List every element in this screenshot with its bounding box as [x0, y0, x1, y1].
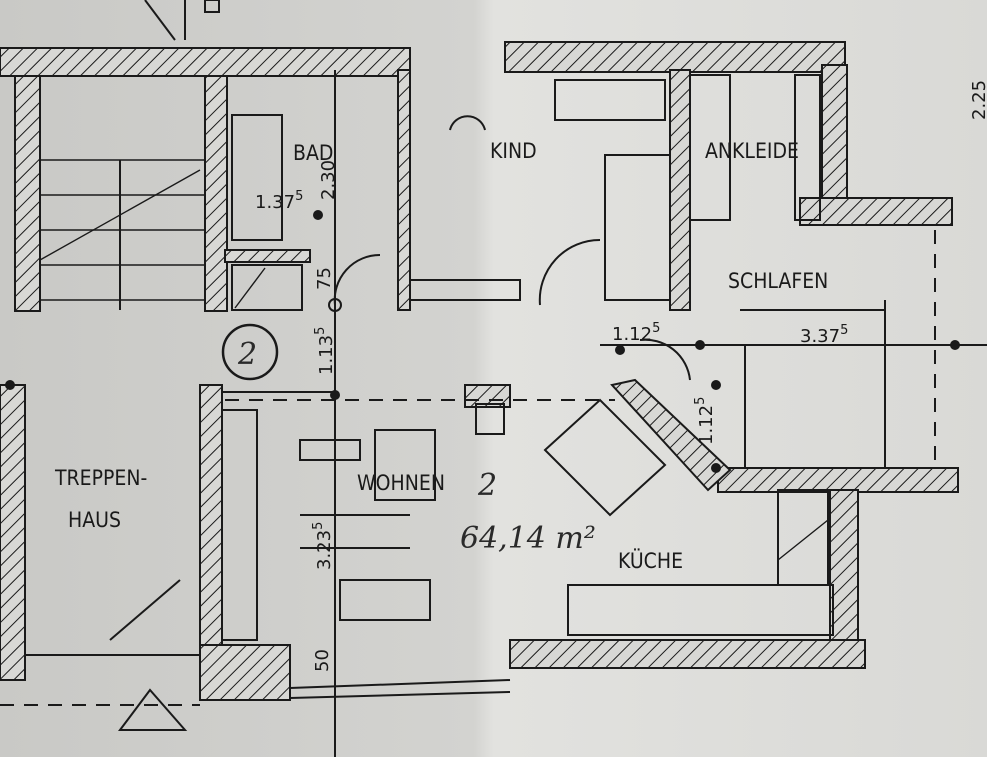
handwritten-apartment-number: 2: [477, 468, 497, 503]
dim-bottom: 50: [312, 649, 333, 672]
dimensions: 1.375 2.30 75 1.135 1.125 3.375 1.125 3.…: [255, 80, 987, 672]
dim-bad-lower: 75: [314, 267, 335, 290]
room-label-treppenhaus-2: HAUS: [68, 508, 121, 532]
apartment-stamp: 2: [221, 323, 279, 381]
room-label-ankleide: ANKLEIDE: [705, 139, 799, 163]
room-label-bad: BAD: [293, 141, 333, 165]
room-label-treppenhaus-1: TREPPEN-: [54, 466, 147, 490]
dim-bad-height: 2.30: [318, 160, 339, 200]
dim-schlafen-door: 1.125: [612, 321, 660, 345]
handwritten-area: 64,14 m²: [460, 521, 596, 556]
dim-schlafen-width: 3.375: [800, 323, 848, 347]
walls: [0, 41, 959, 701]
dim-bad-width: 1.375: [255, 189, 303, 213]
dim-wohnen-height: 3.235: [311, 522, 335, 570]
room-label-wohnen: WOHNEN: [357, 471, 445, 495]
stamp-number: 2: [237, 337, 257, 372]
room-label-schlafen: SCHLAFEN: [728, 269, 828, 293]
dim-diagonal-wall: 1.125: [693, 397, 717, 445]
dim-corridor: 1.135: [313, 327, 337, 375]
room-label-kueche: KÜCHE: [618, 548, 683, 573]
dim-right-edge: 2.25: [969, 80, 987, 120]
room-label-kind: KIND: [490, 139, 537, 163]
